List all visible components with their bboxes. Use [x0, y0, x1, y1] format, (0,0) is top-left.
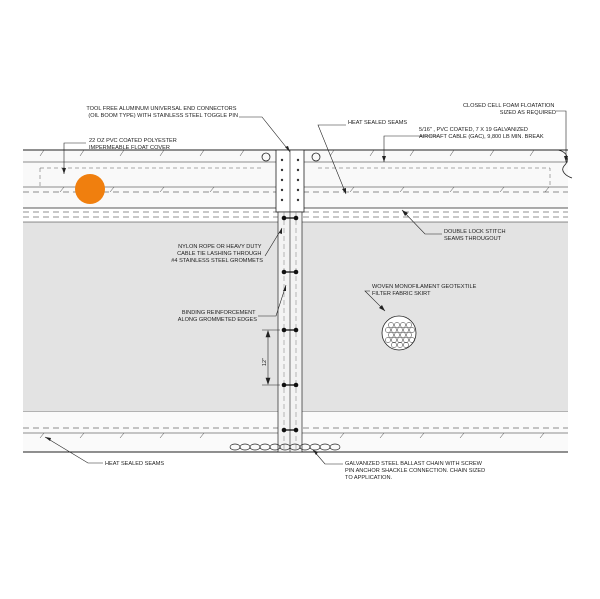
lashing-ties [284, 217, 296, 431]
ballast-chain [229, 443, 341, 451]
binding-strips [277, 211, 303, 453]
label-lock-stitch: DOUBLE LOCK STITCH SEAMS THROUGOUT [444, 229, 507, 242]
label-binding: BINDING REINFORCEMENT ALONG GROMMETED ED… [178, 310, 258, 323]
toggle-pin-left [261, 152, 271, 162]
grommet-spacing-dimension [262, 329, 280, 386]
label-heat-sealed-top: HEAT SEALED SEAMS [348, 120, 407, 126]
float-hatching [39, 149, 550, 193]
float-marker-circle [75, 174, 105, 204]
label-end-connectors: TOOL FREE ALUMINUM UNIVERSAL END CONNECT… [86, 106, 238, 119]
label-lashing: NYLON ROPE OR HEAVY DUTY CABLE TIE LASHI… [171, 244, 263, 264]
foam-outline [39, 167, 551, 187]
label-foam-flotation: CLOSED CELL FOAM FLOATATION SIZED AS REQ… [463, 103, 556, 116]
label-float-cover: 22 OZ PVC COATED POLYESTER IMPERMEABLE F… [89, 138, 178, 151]
cable-end-loop [557, 149, 573, 179]
toggle-pin-right [311, 152, 321, 162]
pocket-hatching [39, 432, 545, 439]
label-ballast-chain: GALVANIZED STEEL BALLAST CHAIN WITH SCRE… [345, 461, 487, 481]
dimension-label: 12" [262, 358, 268, 366]
leader-arrowheads [45, 146, 568, 455]
geotextile-sample-icon [381, 315, 417, 351]
label-heat-sealed-bottom: HEAT SEALED SEAMS [105, 461, 164, 467]
label-cable: 5/16" , PVC COATED, 7 X 19 GALVANIZED AI… [419, 127, 544, 140]
label-geotextile: WOVEN MONOFILAMENT GEOTEXTILE FILTER FAB… [372, 284, 478, 297]
end-connector [261, 149, 321, 213]
leader-lines [44, 110, 567, 465]
